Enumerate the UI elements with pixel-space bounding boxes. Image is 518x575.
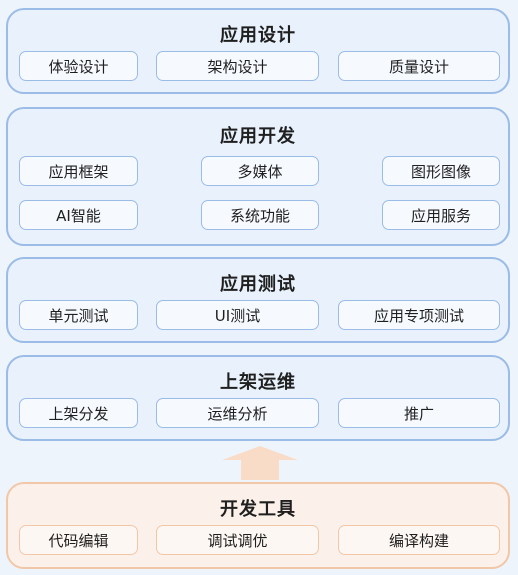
release-title: 上架运维: [220, 372, 296, 393]
design-item-experience: 体验设计: [19, 51, 138, 81]
develop-item-multimedia: 多媒体: [201, 156, 319, 186]
release-item-analysis: 运维分析: [156, 398, 319, 428]
test-item-special: 应用专项测试: [338, 300, 500, 330]
release-panel: 上架运维 上架分发 运维分析 推广: [6, 355, 510, 441]
tools-panel: 开发工具 代码编辑 调试调优 编译构建: [6, 482, 510, 569]
develop-item-system: 系统功能: [201, 200, 319, 230]
test-title: 应用测试: [220, 274, 296, 295]
test-item-ui: UI测试: [156, 300, 319, 330]
design-title: 应用设计: [220, 25, 296, 46]
develop-panel: 应用开发 应用框架 多媒体 图形图像 AI智能 系统功能 应用服务: [6, 107, 510, 246]
release-item-promotion: 推广: [338, 398, 500, 428]
tools-item-debug: 调试调优: [156, 525, 319, 555]
test-item-unit: 单元测试: [19, 300, 138, 330]
develop-item-graphics: 图形图像: [382, 156, 500, 186]
tools-item-code-edit: 代码编辑: [19, 525, 138, 555]
tools-title: 开发工具: [220, 499, 296, 520]
develop-item-service: 应用服务: [382, 200, 500, 230]
design-item-architecture: 架构设计: [156, 51, 319, 81]
design-item-quality: 质量设计: [338, 51, 500, 81]
release-item-distribution: 上架分发: [19, 398, 138, 428]
develop-item-ai: AI智能: [19, 200, 138, 230]
up-arrow-icon: [222, 446, 298, 480]
develop-item-framework: 应用框架: [19, 156, 138, 186]
design-panel: 应用设计 体验设计 架构设计 质量设计: [6, 8, 510, 94]
tools-item-build: 编译构建: [338, 525, 500, 555]
develop-title: 应用开发: [220, 126, 296, 147]
test-panel: 应用测试 单元测试 UI测试 应用专项测试: [6, 257, 510, 343]
